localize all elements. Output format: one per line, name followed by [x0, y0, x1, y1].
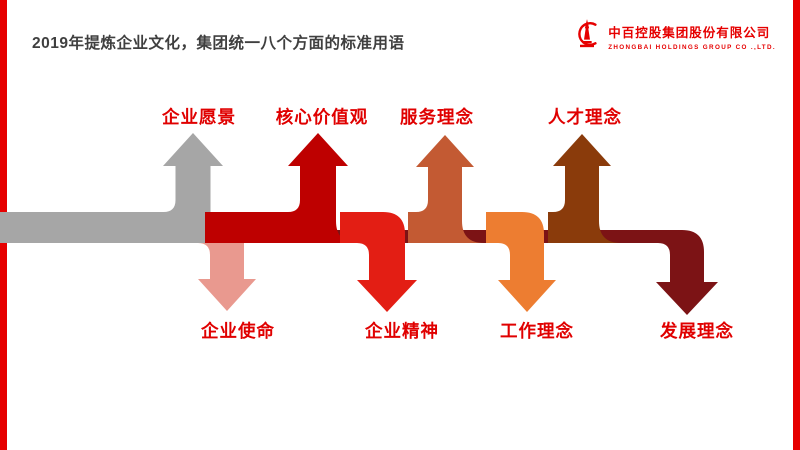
arrow-label-3: 核心价值观 [275, 107, 369, 127]
arrow-label-7: 人才理念 [548, 107, 622, 127]
arrow-label-1: 企业使命 [201, 321, 275, 341]
arrow-label-4: 企业精神 [365, 321, 439, 341]
company-logo-icon [573, 16, 601, 57]
ribbon-arrow-7 [548, 134, 621, 243]
company-logo: 中百控股集团股份有限公司 ZHONGBAI HOLDINGS GROUP CO … [573, 16, 776, 57]
arrow-label-2: 企业愿景 [162, 107, 236, 127]
ribbon-arrow-6 [486, 212, 556, 312]
arrow-label-6: 工作理念 [500, 321, 574, 341]
right-edge-strip [793, 0, 800, 450]
ribbon-arrow-3 [205, 133, 358, 243]
company-name-en: ZHONGBAI HOLDINGS GROUP CO .,LTD. [608, 44, 776, 51]
ribbon-arrow-2 [0, 133, 233, 243]
arrow-label-5: 服务理念 [400, 107, 474, 127]
company-name-cn: 中百控股集团股份有限公司 [608, 26, 771, 40]
company-name: 中百控股集团股份有限公司 ZHONGBAI HOLDINGS GROUP CO … [608, 22, 776, 51]
ribbon-arrow-4 [340, 212, 417, 312]
slide-title: 2019年提炼企业文化，集团统一八个方面的标准用语 [32, 35, 405, 52]
arrow-label-0: 发展理念 [660, 321, 734, 341]
ribbon-arrow-5 [408, 135, 484, 243]
